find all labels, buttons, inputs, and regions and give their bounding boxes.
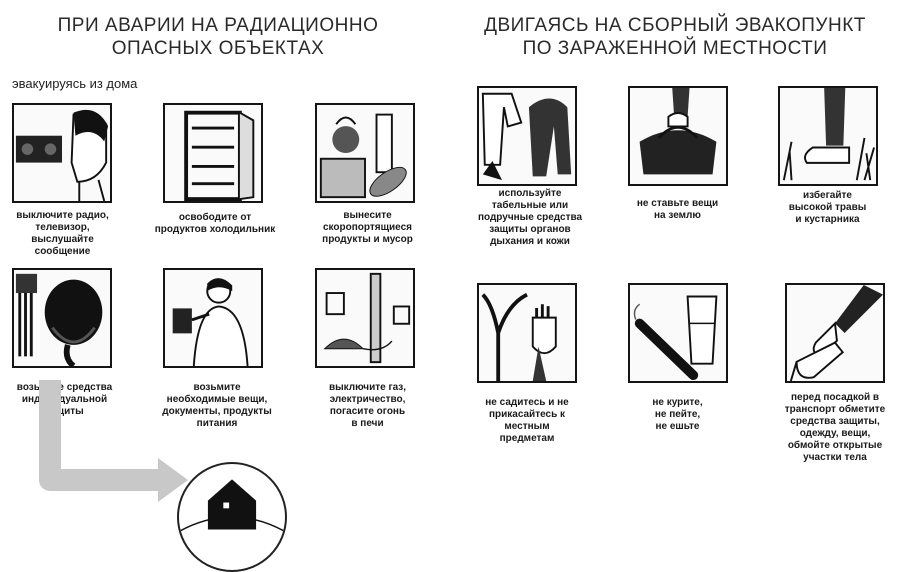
right-heading: Двигаясь на сборный эвакопункт по зараже…: [455, 14, 895, 60]
tree-stop-hand-icon: [477, 283, 577, 383]
gas-mask-icon: [12, 268, 112, 368]
bag-hand-icon: [628, 86, 728, 186]
caption-iron: выключите газ,электричество, погасите ог…: [328, 382, 407, 429]
right-heading-line2: по зараженной местности: [522, 38, 828, 59]
left-heading-line1: При аварии на радиационно: [57, 15, 379, 36]
evacuation-subheading: эвакуируясь из дома: [12, 76, 138, 91]
iron-plug-icon: [315, 268, 415, 368]
radio-person-icon: [12, 103, 112, 203]
fridge-icon: [163, 103, 263, 203]
hands-cleaning-icon: [785, 283, 885, 383]
food-bottles-icon: [315, 103, 415, 203]
cigarette-glass-icon: [628, 283, 728, 383]
house-circle-icon: [177, 462, 287, 572]
boot-grass-icon: [778, 86, 878, 186]
left-heading-line2: опасных объектах: [111, 38, 325, 59]
evacuation-arrow: [30, 380, 210, 530]
left-heading: При аварии на радиационно опасных объект…: [28, 14, 408, 60]
caption-smoking: не курите,не пейте, не ешьте: [652, 397, 703, 432]
person-documents-icon: [163, 268, 263, 368]
right-heading-line1: Двигаясь на сборный эвакопункт: [484, 15, 866, 36]
clothes-protection-icon: [477, 86, 577, 186]
